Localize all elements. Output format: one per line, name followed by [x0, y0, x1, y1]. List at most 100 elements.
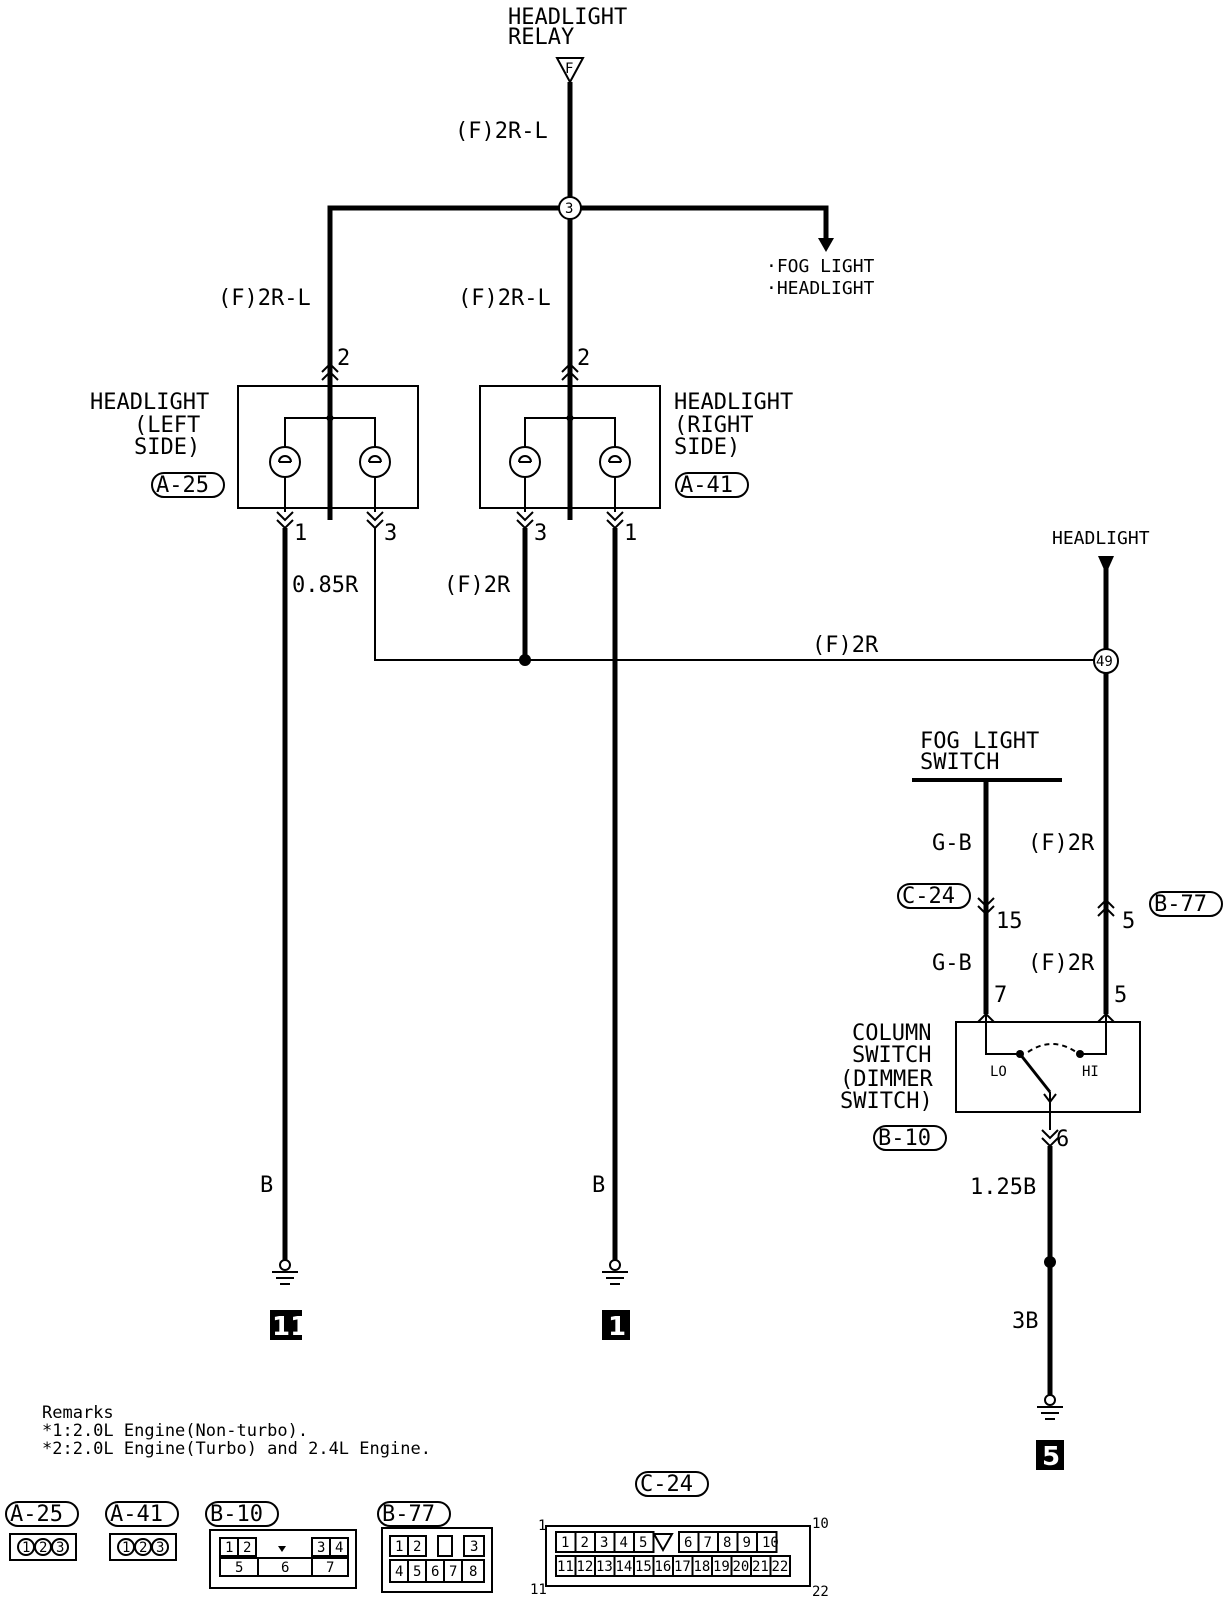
switch-blade-icon [1018, 1053, 1052, 1093]
connector-pin-label: 22 [772, 1559, 789, 1575]
connector-pin-label: 17 [674, 1559, 691, 1575]
pin-left-p1: 1 [294, 521, 307, 546]
bulb-icon [278, 455, 292, 463]
svg-text:6: 6 [281, 1560, 289, 1576]
wire-label-left-feed: (F)2R-L [218, 286, 311, 311]
connector-pin [769, 1555, 791, 1577]
connector-pin-label: 8 [723, 1535, 731, 1551]
connector-pin-label: 1 [561, 1535, 569, 1551]
ground-icon [279, 1259, 291, 1271]
wire-label-relay-out: (F)2R-L [455, 119, 548, 144]
connector-view-b77-pins: 1 2 3 4 5 6 7 8 [389, 1535, 485, 1583]
fog-switch-line2: SWITCH [920, 750, 999, 775]
svg-text:3: 3 [56, 1540, 64, 1556]
connector-view-tag [377, 1501, 451, 1527]
remarks-title: Remarks [42, 1403, 114, 1423]
connector-pin-label: 18 [694, 1559, 711, 1575]
wire-label-f2r-lower: (F)2R [1028, 951, 1095, 976]
ground-label-11: 11 [272, 1312, 308, 1342]
ground-marker-5 [1036, 1440, 1064, 1470]
pin-right-p1: 1 [624, 521, 637, 546]
relay-terminal-icon [555, 57, 585, 85]
wire-label-fog-gb-upper: G-B [932, 831, 972, 856]
headlight-feed-label: HEADLIGHT [1052, 528, 1150, 549]
headlight-left-connector: A-25 [156, 473, 209, 498]
ground-label-5: 5 [1042, 1442, 1060, 1472]
svg-text:1: 1 [22, 1540, 30, 1556]
wire-label-right-pin3: (F)2R [444, 573, 511, 598]
svg-text:2: 2 [413, 1539, 421, 1555]
pin-col-7: 7 [994, 983, 1007, 1008]
connector-pin-label: 5 [639, 1535, 647, 1551]
column-switch-line1: COLUMN [852, 1021, 931, 1046]
svg-text:4: 4 [335, 1540, 343, 1556]
relay-label-line2: RELAY [508, 25, 574, 50]
connector-pin-icon [977, 897, 995, 916]
fog-headlight-line2: ·HEADLIGHT [766, 278, 875, 299]
headlight-right-connector: A-41 [680, 473, 733, 498]
connector-pin-icon [321, 362, 339, 381]
connector-view-a25-pins: 1 2 3 [17, 1538, 69, 1556]
junction-top [558, 196, 582, 220]
connector-view-tag [205, 1501, 279, 1527]
connector-view-b10 [209, 1529, 357, 1589]
bulb-icon [608, 455, 622, 463]
junction-right [1093, 648, 1119, 674]
ground-icon [602, 1271, 628, 1285]
junction-top-label: 3 [565, 201, 573, 217]
connector-pin-label: 9 [743, 1535, 751, 1551]
connector-pin-icon [276, 511, 294, 530]
svg-text:5: 5 [413, 1564, 421, 1580]
headlight-left-box [237, 385, 419, 509]
connector-view-b77 [381, 1527, 493, 1593]
connector-pin-icon [366, 511, 384, 530]
connector-pin-icon [1043, 1093, 1057, 1104]
headlight-left-title: HEADLIGHT [90, 390, 209, 415]
pin-left-top: 2 [337, 346, 350, 371]
headlight-right-node [566, 414, 574, 422]
connector-pin [756, 1531, 778, 1553]
svg-text:5: 5 [235, 1560, 243, 1576]
connector-pin-label: 10 [762, 1535, 779, 1551]
connector-pin-label: 21 [752, 1559, 769, 1575]
wire-label-cross: (F)2R [812, 633, 879, 658]
connector-view-tag [5, 1501, 79, 1527]
connector-view-a25 [9, 1533, 77, 1561]
arrow-down-icon [1098, 556, 1114, 574]
junction-right-label: 49 [1096, 654, 1113, 670]
svg-text:4: 4 [395, 1564, 403, 1580]
pin-b77-5: 5 [1122, 909, 1135, 934]
column-switch-internal [985, 1014, 1020, 1055]
connector-pin-label: 2 [581, 1535, 589, 1551]
column-switch-internal [1080, 1014, 1107, 1055]
wire-label-right-ground: B [592, 1173, 605, 1198]
wire-cross [374, 528, 1096, 661]
splice-node [519, 654, 531, 666]
ground-icon [609, 1259, 621, 1271]
ground-icon [272, 1271, 298, 1285]
wire-label-dimmer-ground: 3B [1012, 1309, 1039, 1334]
column-switch-connector: B-10 [878, 1126, 931, 1151]
headlight-left-node [326, 414, 334, 422]
connector-pin-label: 19 [713, 1559, 730, 1575]
fog-headlight-line1: ·FOG LIGHT [766, 256, 875, 277]
splice-node [1044, 1256, 1056, 1268]
connector-pin-label: 13 [596, 1559, 613, 1575]
relay-label-line1: HEADLIGHT [508, 5, 627, 30]
remarks-note2: *2:2.0L Engine(Turbo) and 2.4L Engine. [42, 1439, 431, 1459]
connector-c24-label: C-24 [902, 884, 955, 909]
ground-marker-11 [270, 1310, 302, 1340]
connector-b77-label: B-77 [1154, 892, 1207, 917]
connector-pin-label: 12 [577, 1559, 594, 1575]
column-switch-contact [1076, 1050, 1084, 1058]
wire-label-left-ground: B [260, 1173, 273, 1198]
svg-text:7: 7 [449, 1564, 457, 1580]
connector-view-a41-pins: 1 2 3 [117, 1538, 169, 1556]
headlight-right-sub1: (RIGHT [674, 413, 753, 438]
wire-label-dimmer-out: 1.25B [970, 1175, 1036, 1200]
headlight-right-sub2: SIDE) [674, 435, 740, 460]
switch-throw-icon [1027, 1043, 1077, 1053]
svg-text:1: 1 [225, 1540, 233, 1556]
connector-pin-label: 7 [704, 1535, 712, 1551]
svg-text:1: 1 [122, 1540, 130, 1556]
